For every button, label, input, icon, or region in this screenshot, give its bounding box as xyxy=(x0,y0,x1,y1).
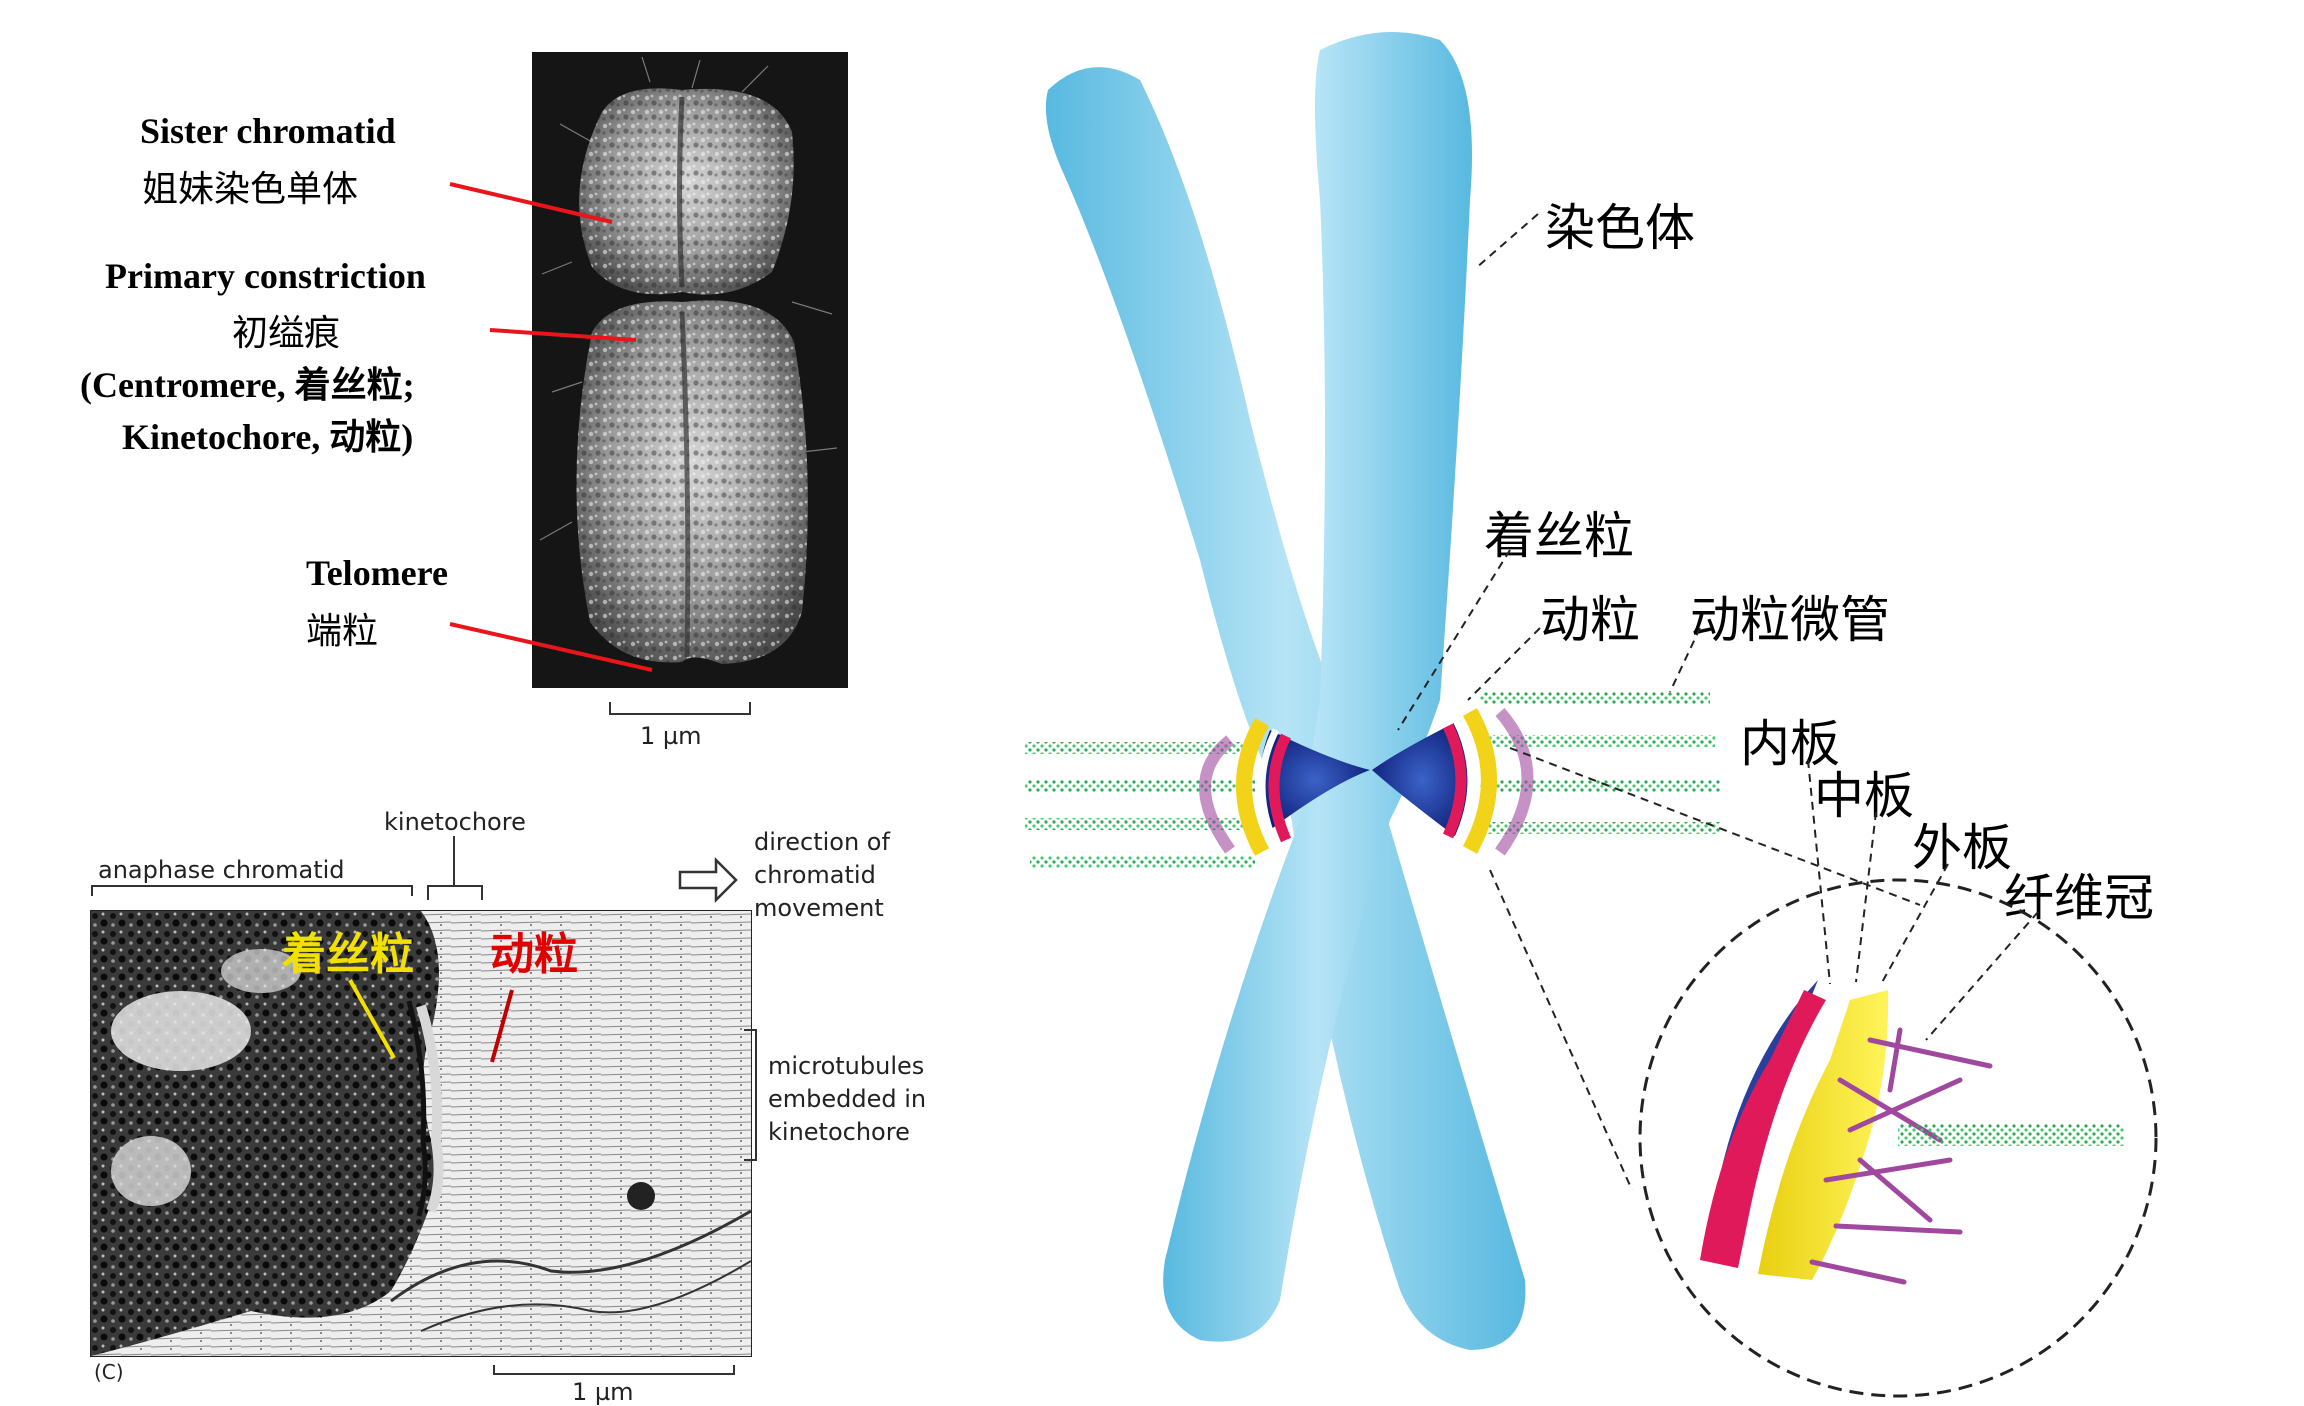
sister-chromatid-label: Sister chromatid xyxy=(140,111,396,151)
centromere-leader xyxy=(1397,549,1511,731)
tem-direction-line-2: chromatid xyxy=(754,861,876,889)
outer-plate-leader xyxy=(1879,863,1949,987)
primary-constriction-zh-label: 初缢痕 xyxy=(232,313,341,354)
kinetochore-right xyxy=(1442,708,1534,856)
kinetochore-line-label: Kinetochore, 动粒) xyxy=(122,417,414,457)
microtubules-left xyxy=(1025,742,1255,868)
magnifier-circle xyxy=(1638,878,2158,1398)
tem-kinetochore-micrograph xyxy=(90,910,752,1357)
tem-scale-label: 1 µm xyxy=(572,1378,634,1406)
telomere-zh-label: 端粒 xyxy=(306,611,379,652)
middle-plate-label: 中板 xyxy=(1814,767,1914,825)
tem-kinetochore-image xyxy=(91,911,751,1356)
kinetochore-left xyxy=(1199,718,1292,856)
centromere-diagram-label: 着丝粒 xyxy=(1484,507,1634,565)
sem-chromosome-micrograph xyxy=(532,52,848,688)
anaphase-bracket xyxy=(91,885,413,896)
tem-scale-bracket xyxy=(493,1365,735,1375)
centromere-line-label: (Centromere, 着丝粒; xyxy=(80,365,415,405)
sister-chromatid-zh-label: 姐妹染色单体 xyxy=(142,169,359,210)
primary-constriction-label: Primary constriction xyxy=(105,256,426,296)
tem-centromere-label: 着丝粒 xyxy=(282,929,414,980)
microtubules-right xyxy=(1480,692,1720,834)
direction-arrow-icon xyxy=(678,856,738,904)
kinetochore-diagram-label: 动粒 xyxy=(1540,591,1640,649)
tem-microtubules-line-1: microtubules xyxy=(768,1052,925,1080)
tem-direction-line-1: direction of xyxy=(754,828,890,856)
chromatid-arm-1 xyxy=(1045,67,1526,1351)
chromatid-arm-2 xyxy=(1163,32,1472,1342)
fibrous-corona-label: 纤维冠 xyxy=(2004,869,2154,927)
centromere-right xyxy=(1372,720,1473,840)
kinetochore-bracket xyxy=(427,885,483,900)
tem-kinetochore-label: kinetochore xyxy=(384,808,526,836)
fibrous-corona-leader xyxy=(1925,911,2039,1041)
tem-microtubules-label: microtubules embedded in kinetochore xyxy=(768,1050,926,1149)
tem-microtubules-line-2: embedded in xyxy=(768,1085,927,1113)
tem-anaphase-label: anaphase chromatid xyxy=(98,856,345,884)
telomere-label: Telomere xyxy=(306,553,448,593)
tem-direction-label: direction of chromatid movement xyxy=(754,826,890,925)
kinetochore-leader xyxy=(1467,627,1541,701)
chromosome-leader xyxy=(1475,213,1539,269)
sem-scale-label: 1 µm xyxy=(640,722,702,750)
kinetochore-microtubule-label: 动粒微管 xyxy=(1690,591,1890,649)
sem-scale-bar xyxy=(609,702,751,715)
tem-direction-line-3: movement xyxy=(754,894,884,922)
diagram-leader-lines xyxy=(1397,213,2039,1191)
tem-kinetochore-zh-label: 动粒 xyxy=(490,929,578,980)
sem-chromosome-image xyxy=(532,52,848,688)
chromosome-label: 染色体 xyxy=(1545,199,1695,257)
kinetochore-enlarged xyxy=(1700,980,2124,1285)
centromere-left xyxy=(1260,730,1370,830)
tem-panel-letter: (C) xyxy=(94,1360,124,1384)
magnifier-leader-bottom xyxy=(1489,869,1633,1191)
tem-microtubules-line-3: kinetochore xyxy=(768,1118,910,1146)
outer-plate-label: 外板 xyxy=(1912,819,2012,877)
middle-plate-leader xyxy=(1855,811,1877,983)
